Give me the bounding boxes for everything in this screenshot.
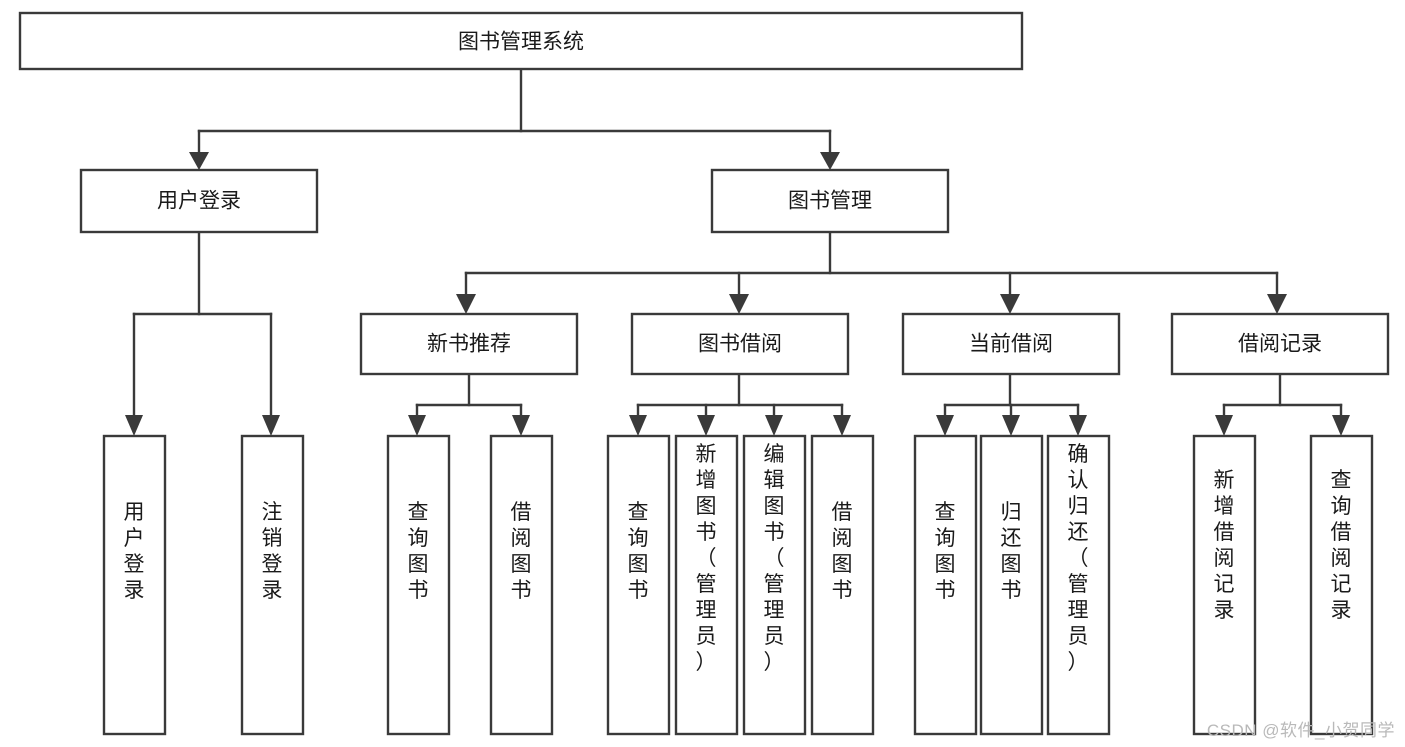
leaf-node-cb-return-book-box[interactable] [979, 434, 1044, 736]
csdn-watermark: CSDN @软件_小贺同学 [1206, 721, 1395, 740]
leaf-node-bb-edit-book[interactable]: 编辑图书（管理员） [742, 434, 807, 736]
connector-group-current-borrow [936, 372, 1087, 436]
leaf-node-br-query-record-box[interactable] [1309, 434, 1374, 736]
leaf-node-bb-edit-book-label: 编辑图书（管理员） [764, 443, 785, 674]
leaf-node-cb-confirm-return[interactable]: 确认归还（管理员） [1046, 434, 1111, 736]
arrow-head-book-borrow [729, 294, 749, 314]
node-book-management-label: 图书管理 [788, 190, 872, 213]
leaf-node-cb-return-book-label: 归还图书 [1001, 501, 1022, 602]
arrow-head-cb-leaf2 [1002, 415, 1020, 436]
node-root-system-label: 图书管理系统 [458, 31, 584, 54]
leaf-node-nb-query-book-label: 查询图书 [408, 501, 429, 602]
node-book-borrow-box[interactable] [630, 312, 850, 376]
leaf-node-cb-query-book-label: 查询图书 [935, 501, 956, 602]
arrow-head-nb-leaf1 [408, 415, 426, 436]
arrow-head-nb-leaf2 [512, 415, 530, 436]
node-user-login-box[interactable] [79, 168, 319, 234]
leaf-node-nb-query-book[interactable]: 查询图书 [386, 434, 451, 736]
leaf-node-logout[interactable]: 注销登录 [240, 434, 305, 736]
leaf-node-user-login-action[interactable]: 用户登录 [102, 434, 167, 736]
leaf-node-logout-label: 注销登录 [262, 501, 283, 602]
leaf-node-bb-add-book-label: 新增图书（管理员） [696, 443, 717, 674]
arrow-head-bb-leaf3 [765, 415, 783, 436]
node-new-book-recommend-label: 新书推荐 [427, 333, 511, 356]
leaf-node-br-add-record-label: 新增借阅记录 [1214, 469, 1235, 622]
arrow-head-cb-leaf1 [936, 415, 954, 436]
arrow-head-new-book-recommend [456, 294, 476, 314]
node-user-login-label: 用户登录 [157, 190, 241, 213]
arrow-head-leaf-logout [262, 415, 280, 436]
arrow-head-user-login [189, 152, 209, 170]
leaf-node-bb-add-book-box[interactable] [674, 434, 739, 736]
leaf-node-nb-borrow-book[interactable]: 借阅图书 [489, 434, 554, 736]
node-borrow-record-box[interactable] [1170, 312, 1390, 376]
node-current-borrow-box[interactable] [901, 312, 1121, 376]
arrow-head-borrow-record [1267, 294, 1287, 314]
node-user-login[interactable]: 用户登录 [79, 168, 319, 234]
leaf-node-user-login-action-box[interactable] [102, 434, 167, 736]
leaf-node-user-login-action-label: 用户登录 [124, 501, 145, 602]
leaf-node-bb-query-book-box[interactable] [606, 434, 671, 736]
node-current-borrow[interactable]: 当前借阅 [901, 312, 1121, 376]
leaf-node-cb-return-book[interactable]: 归还图书 [979, 434, 1044, 736]
arrow-head-bb-leaf2 [697, 415, 715, 436]
leaf-node-logout-box[interactable] [240, 434, 305, 736]
node-root-system-box[interactable] [18, 11, 1024, 71]
connector-group-new-book [408, 372, 530, 436]
arrow-head-br-leaf2 [1332, 415, 1350, 436]
leaf-node-nb-borrow-book-label: 借阅图书 [511, 501, 532, 602]
leaf-node-br-add-record[interactable]: 新增借阅记录 [1192, 434, 1257, 736]
arrow-head-bb-leaf1 [629, 415, 647, 436]
connector-group-book-mgmt [456, 230, 1287, 314]
node-new-book-recommend[interactable]: 新书推荐 [359, 312, 579, 376]
leaf-node-cb-query-book-box[interactable] [913, 434, 978, 736]
arrow-head-bb-leaf4 [833, 415, 851, 436]
connector-group-root [189, 67, 840, 170]
leaf-node-bb-borrow-book-box[interactable] [810, 434, 875, 736]
leaf-node-br-query-record-label: 查询借阅记录 [1331, 469, 1352, 622]
leaf-node-bb-query-book[interactable]: 查询图书 [606, 434, 671, 736]
node-current-borrow-label: 当前借阅 [969, 333, 1053, 356]
connector-group-user-login [125, 230, 280, 436]
leaf-node-bb-add-book[interactable]: 新增图书（管理员） [674, 434, 739, 736]
arrow-head-leaf-user-login [125, 415, 143, 436]
arrow-head-current-borrow [1000, 294, 1020, 314]
node-root-system[interactable]: 图书管理系统 [18, 11, 1024, 71]
arrow-head-book-mgmt [820, 152, 840, 170]
node-new-book-recommend-box[interactable] [359, 312, 579, 376]
leaf-node-bb-query-book-label: 查询图书 [628, 501, 649, 602]
arrow-head-br-leaf1 [1215, 415, 1233, 436]
node-book-management[interactable]: 图书管理 [710, 168, 950, 234]
leaf-node-br-query-record[interactable]: 查询借阅记录 [1309, 434, 1374, 736]
connector-group-book-borrow [629, 372, 851, 436]
node-book-management-box[interactable] [710, 168, 950, 234]
leaf-node-bb-borrow-book-label: 借阅图书 [832, 501, 853, 602]
leaf-node-nb-borrow-book-box[interactable] [489, 434, 554, 736]
leaf-node-bb-edit-book-box[interactable] [742, 434, 807, 736]
connector-group-borrow-record [1215, 372, 1350, 436]
arrow-head-cb-leaf3 [1069, 415, 1087, 436]
leaf-node-br-add-record-box[interactable] [1192, 434, 1257, 736]
leaf-node-nb-query-book-box[interactable] [386, 434, 451, 736]
leaf-node-cb-query-book[interactable]: 查询图书 [913, 434, 978, 736]
node-book-borrow[interactable]: 图书借阅 [630, 312, 850, 376]
node-book-borrow-label: 图书借阅 [698, 333, 782, 356]
leaf-node-cb-confirm-return-box[interactable] [1046, 434, 1111, 736]
node-borrow-record-label: 借阅记录 [1238, 333, 1322, 356]
node-borrow-record[interactable]: 借阅记录 [1170, 312, 1390, 376]
leaf-node-cb-confirm-return-label: 确认归还（管理员） [1068, 443, 1089, 674]
leaf-node-bb-borrow-book[interactable]: 借阅图书 [810, 434, 875, 736]
